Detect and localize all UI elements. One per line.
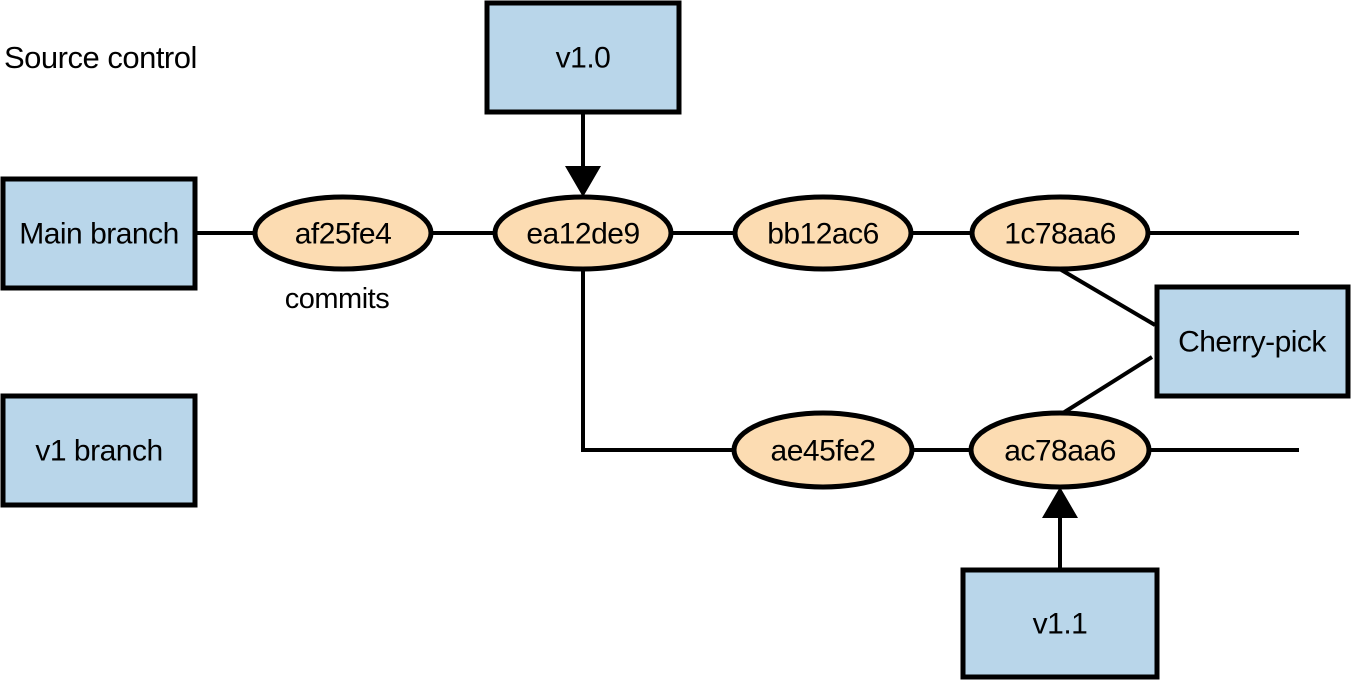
commit-ae45fe2-label: ae45fe2 — [771, 435, 876, 468]
box-v1-branch-label: v1 branch — [35, 435, 162, 468]
box-v10: v1.0 — [484, 0, 682, 115]
connector-ea12de9-to-ae45fe2-branch — [581, 268, 734, 452]
commit-1c78aa6-label: 1c78aa6 — [1004, 218, 1116, 251]
commit-ac78aa6-label: ac78aa6 — [1004, 435, 1116, 468]
box-v10-rect — [484, 0, 682, 115]
arrow-down-icon — [565, 166, 601, 197]
connectors — [195, 231, 1299, 452]
box-v1-branch-rect — [0, 393, 198, 508]
box-v11-label: v1.1 — [1033, 608, 1088, 641]
arrow-v10-to-ea12de9 — [565, 112, 601, 197]
box-v11: v1.1 — [960, 567, 1160, 680]
commit-ae45fe2: ae45fe2 — [731, 410, 915, 490]
box-main-branch-label: Main branch — [19, 218, 179, 251]
box-cherry-pick-rect — [1154, 284, 1351, 399]
commit-ea12de9: ea12de9 — [492, 194, 674, 272]
commit-af25fe4: af25fe4 — [252, 194, 434, 272]
box-main-branch: Main branch — [0, 176, 198, 291]
box-v11-rect — [960, 567, 1160, 680]
connector-1c78aa6-to-cherrypick — [1056, 266, 1157, 327]
commits-annotation: commits — [285, 283, 389, 315]
diagram-title: Source control — [4, 40, 197, 75]
commit-ae45fe2-ellipse — [731, 410, 915, 490]
commit-1c78aa6-ellipse — [969, 194, 1151, 272]
commit-bb12ac6-label: bb12ac6 — [767, 218, 879, 251]
box-cherry-pick: Cherry-pick — [1154, 284, 1351, 399]
commit-bb12ac6-ellipse — [732, 194, 914, 272]
commit-1c78aa6: 1c78aa6 — [969, 194, 1151, 272]
box-v10-label: v1.0 — [556, 42, 611, 75]
arrow-up-icon — [1042, 487, 1078, 518]
arrow-v11-to-ac78aa6 — [1042, 487, 1078, 570]
commit-ea12de9-ellipse — [492, 194, 674, 272]
commit-af25fe4-label: af25fe4 — [295, 218, 392, 251]
commit-ac78aa6-ellipse — [968, 410, 1152, 490]
commit-ea12de9-label: ea12de9 — [526, 218, 639, 251]
box-main-branch-rect — [0, 176, 198, 291]
connector-cherrypick-to-ac78aa6 — [1061, 355, 1154, 415]
box-v1-branch: v1 branch — [0, 393, 198, 508]
commit-bb12ac6: bb12ac6 — [732, 194, 914, 272]
box-cherry-pick-label: Cherry-pick — [1178, 326, 1327, 359]
commit-af25fe4-ellipse — [252, 194, 434, 272]
commit-ac78aa6: ac78aa6 — [968, 410, 1152, 490]
